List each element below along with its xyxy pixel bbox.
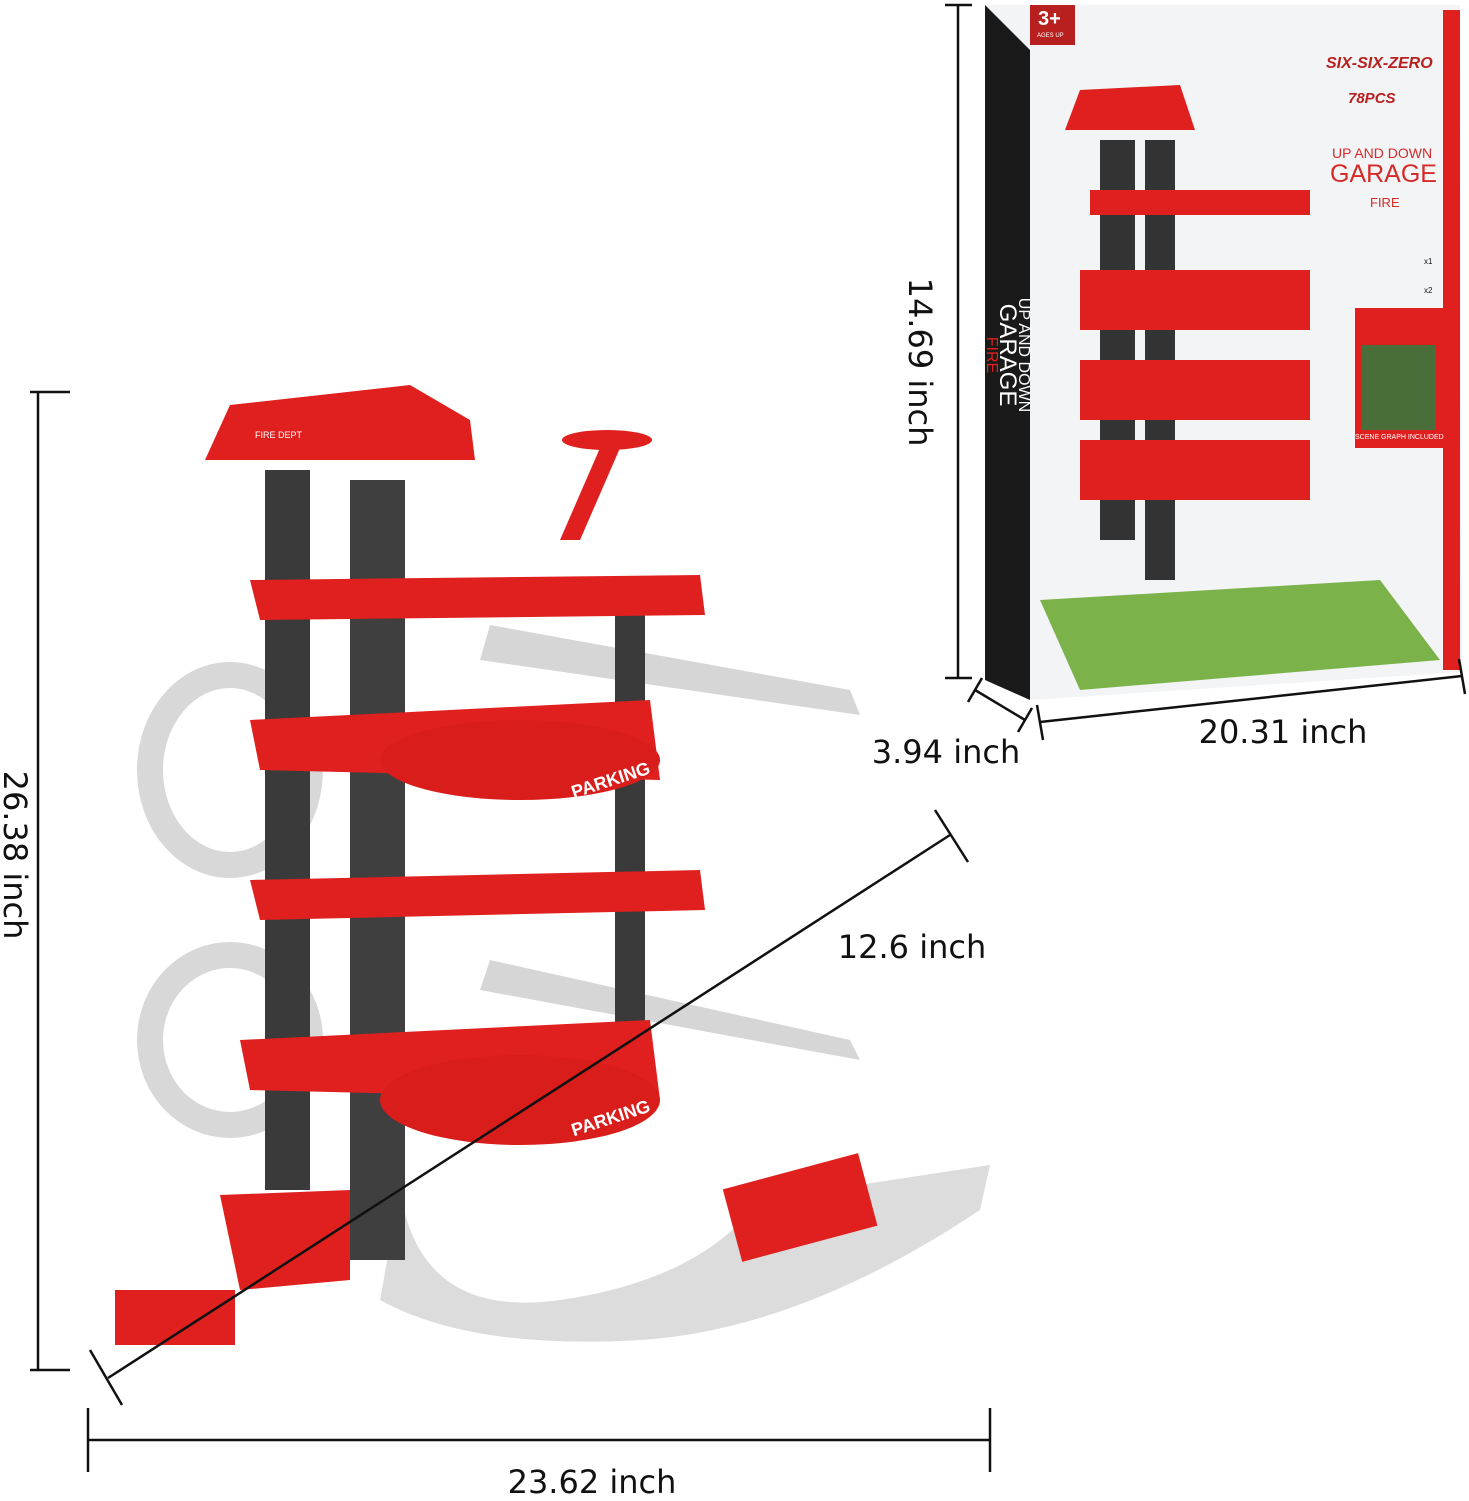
brand-logo: SIX-SIX-ZERO	[1326, 55, 1433, 72]
scene-mat	[1040, 580, 1440, 690]
box-width-label: 20.31 inch	[1198, 713, 1368, 751]
car-count: x2	[1424, 286, 1433, 295]
fire-dept-label: FIRE DEPT	[255, 430, 303, 440]
box-title-line1: UP AND DOWN	[1332, 145, 1433, 161]
box-red-stripe	[1443, 10, 1460, 670]
age-badge	[1030, 5, 1075, 45]
fire-truck	[115, 1290, 235, 1345]
scene-graph-label: SCENE GRAPH INCLUDED	[1355, 434, 1444, 441]
box-width-line	[1039, 674, 1463, 724]
floor	[380, 1055, 660, 1145]
box-height-label: 14.69 inch	[901, 277, 939, 447]
dimension-lines	[30, 3, 1467, 1472]
upper-ramp	[480, 625, 860, 715]
fire-truck-base	[220, 1190, 350, 1290]
toy-width-label: 23.62 inch	[507, 1463, 677, 1501]
helicopter-count: x1	[1424, 257, 1433, 266]
bottom-track	[380, 1165, 990, 1342]
fire-truck	[722, 1153, 878, 1262]
floor	[380, 720, 660, 800]
box-spine-text: UP AND DOWN GARAGE FIRE	[983, 298, 1032, 412]
pieces-count: 78PCS	[1348, 90, 1396, 107]
box-spine	[985, 5, 1030, 700]
toy-depth-line	[107, 833, 951, 1380]
floor	[250, 870, 705, 920]
roof-cap	[205, 385, 475, 460]
box-depth-line	[974, 688, 1026, 722]
spine-line2: GARAGE	[994, 303, 1021, 407]
toy-depth-label: 12.6 inch	[837, 928, 987, 966]
product-box	[985, 5, 1462, 700]
toy-garage	[115, 385, 990, 1345]
box-title-line2: GARAGE	[1330, 160, 1437, 188]
box-depth-label: 3.94 inch	[871, 733, 1021, 771]
lower-ramp	[480, 960, 860, 1060]
age-badge-text: 3+	[1038, 8, 1061, 30]
floor	[250, 575, 705, 620]
toy-height-label: 26.38 inch	[0, 770, 34, 940]
age-label: AGES UP	[1037, 33, 1064, 39]
helipad	[562, 430, 652, 450]
box-subtitle: FIRE	[1370, 195, 1400, 210]
